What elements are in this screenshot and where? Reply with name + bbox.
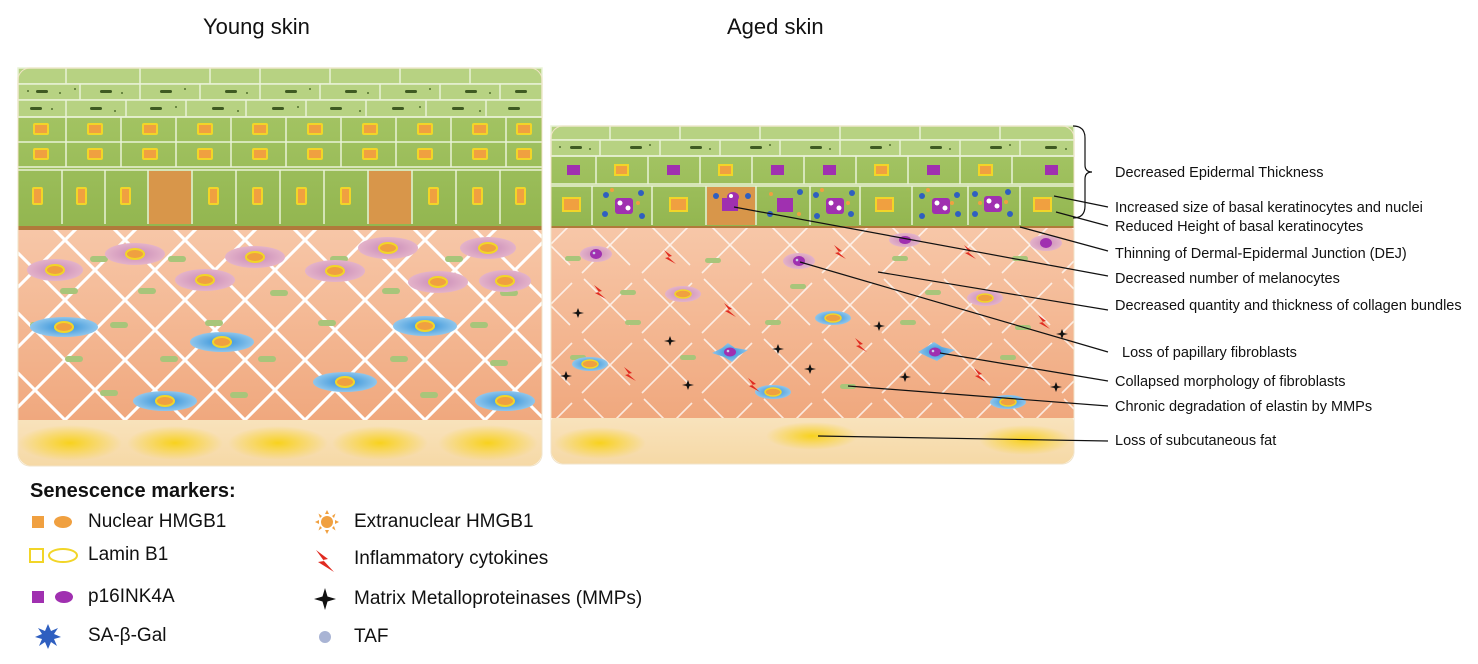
legend-label: Inflammatory cytokines [354, 548, 549, 569]
legend-item-taf: TAF [290, 624, 388, 650]
legend-heading: Senescence markers: [30, 480, 236, 502]
legend-item-sa-beta-gal: SA-β-Gal [24, 623, 167, 649]
legend-label: p16INK4A [88, 586, 175, 607]
nuclear-hmgb1-icon [24, 509, 88, 535]
sa-beta-gal-icon [24, 623, 88, 649]
annotation-leaders [733, 125, 1109, 442]
legend-label: Nuclear HMGB1 [88, 511, 227, 532]
annotation-papillary-fibroblasts: Loss of papillary fibroblasts [1122, 345, 1297, 361]
annotation-dej: Thinning of Dermal-Epidermal Junction (D… [1115, 246, 1407, 262]
annotation-basal-height: Reduced Height of basal keratinocytes [1115, 219, 1364, 235]
legend-item-inflammatory-cytokines: Inflammatory cytokines [290, 546, 548, 572]
taf-dot-icon [290, 624, 354, 650]
legend-label: Extranuclear HMGB1 [354, 511, 534, 532]
legend-label: Matrix Metalloproteinases (MMPs) [354, 588, 643, 609]
legend-label: SA-β-Gal [88, 625, 167, 646]
legend-item-lamin-b1: Lamin B1 [24, 542, 168, 568]
star-icon [290, 586, 354, 612]
extranuclear-hmgb1-icon [290, 509, 354, 535]
annotation-collapsed-fibroblasts: Collapsed morphology of fibroblasts [1115, 374, 1346, 390]
lamin-b1-icon [24, 542, 88, 568]
legend-item-mmps: Matrix Metalloproteinases (MMPs) [290, 586, 642, 612]
annotation-elastin: Chronic degradation of elastin by MMPs [1115, 399, 1373, 415]
lightning-icon [290, 546, 354, 572]
young-skin-block [17, 67, 543, 467]
annotation-collagen: Decreased quantity and thickness of coll… [1115, 298, 1462, 314]
p16ink4a-icon [24, 584, 88, 610]
legend-label: Lamin B1 [88, 544, 169, 565]
legend-label: TAF [354, 626, 389, 647]
legend-item-nuclear-hmgb1: Nuclear HMGB1 [24, 509, 226, 535]
legend-symbols [29, 510, 339, 649]
aged-skin-block [550, 125, 1075, 465]
annotation-subcutaneous-fat: Loss of subcutaneous fat [1115, 433, 1277, 449]
aged-skin-title: Aged skin [727, 14, 824, 39]
annotation-epidermal-thickness: Decreased Epidermal Thickness [1115, 165, 1324, 181]
legend-item-p16ink4a: p16INK4A [24, 584, 175, 610]
legend-item-extranuclear-hmgb1: Extranuclear HMGB1 [290, 509, 534, 535]
young-skin-title: Young skin [203, 14, 310, 39]
annotation-basal-size: Increased size of basal keratinocytes an… [1115, 200, 1423, 216]
annotation-melanocytes: Decreased number of melanocytes [1115, 271, 1340, 287]
